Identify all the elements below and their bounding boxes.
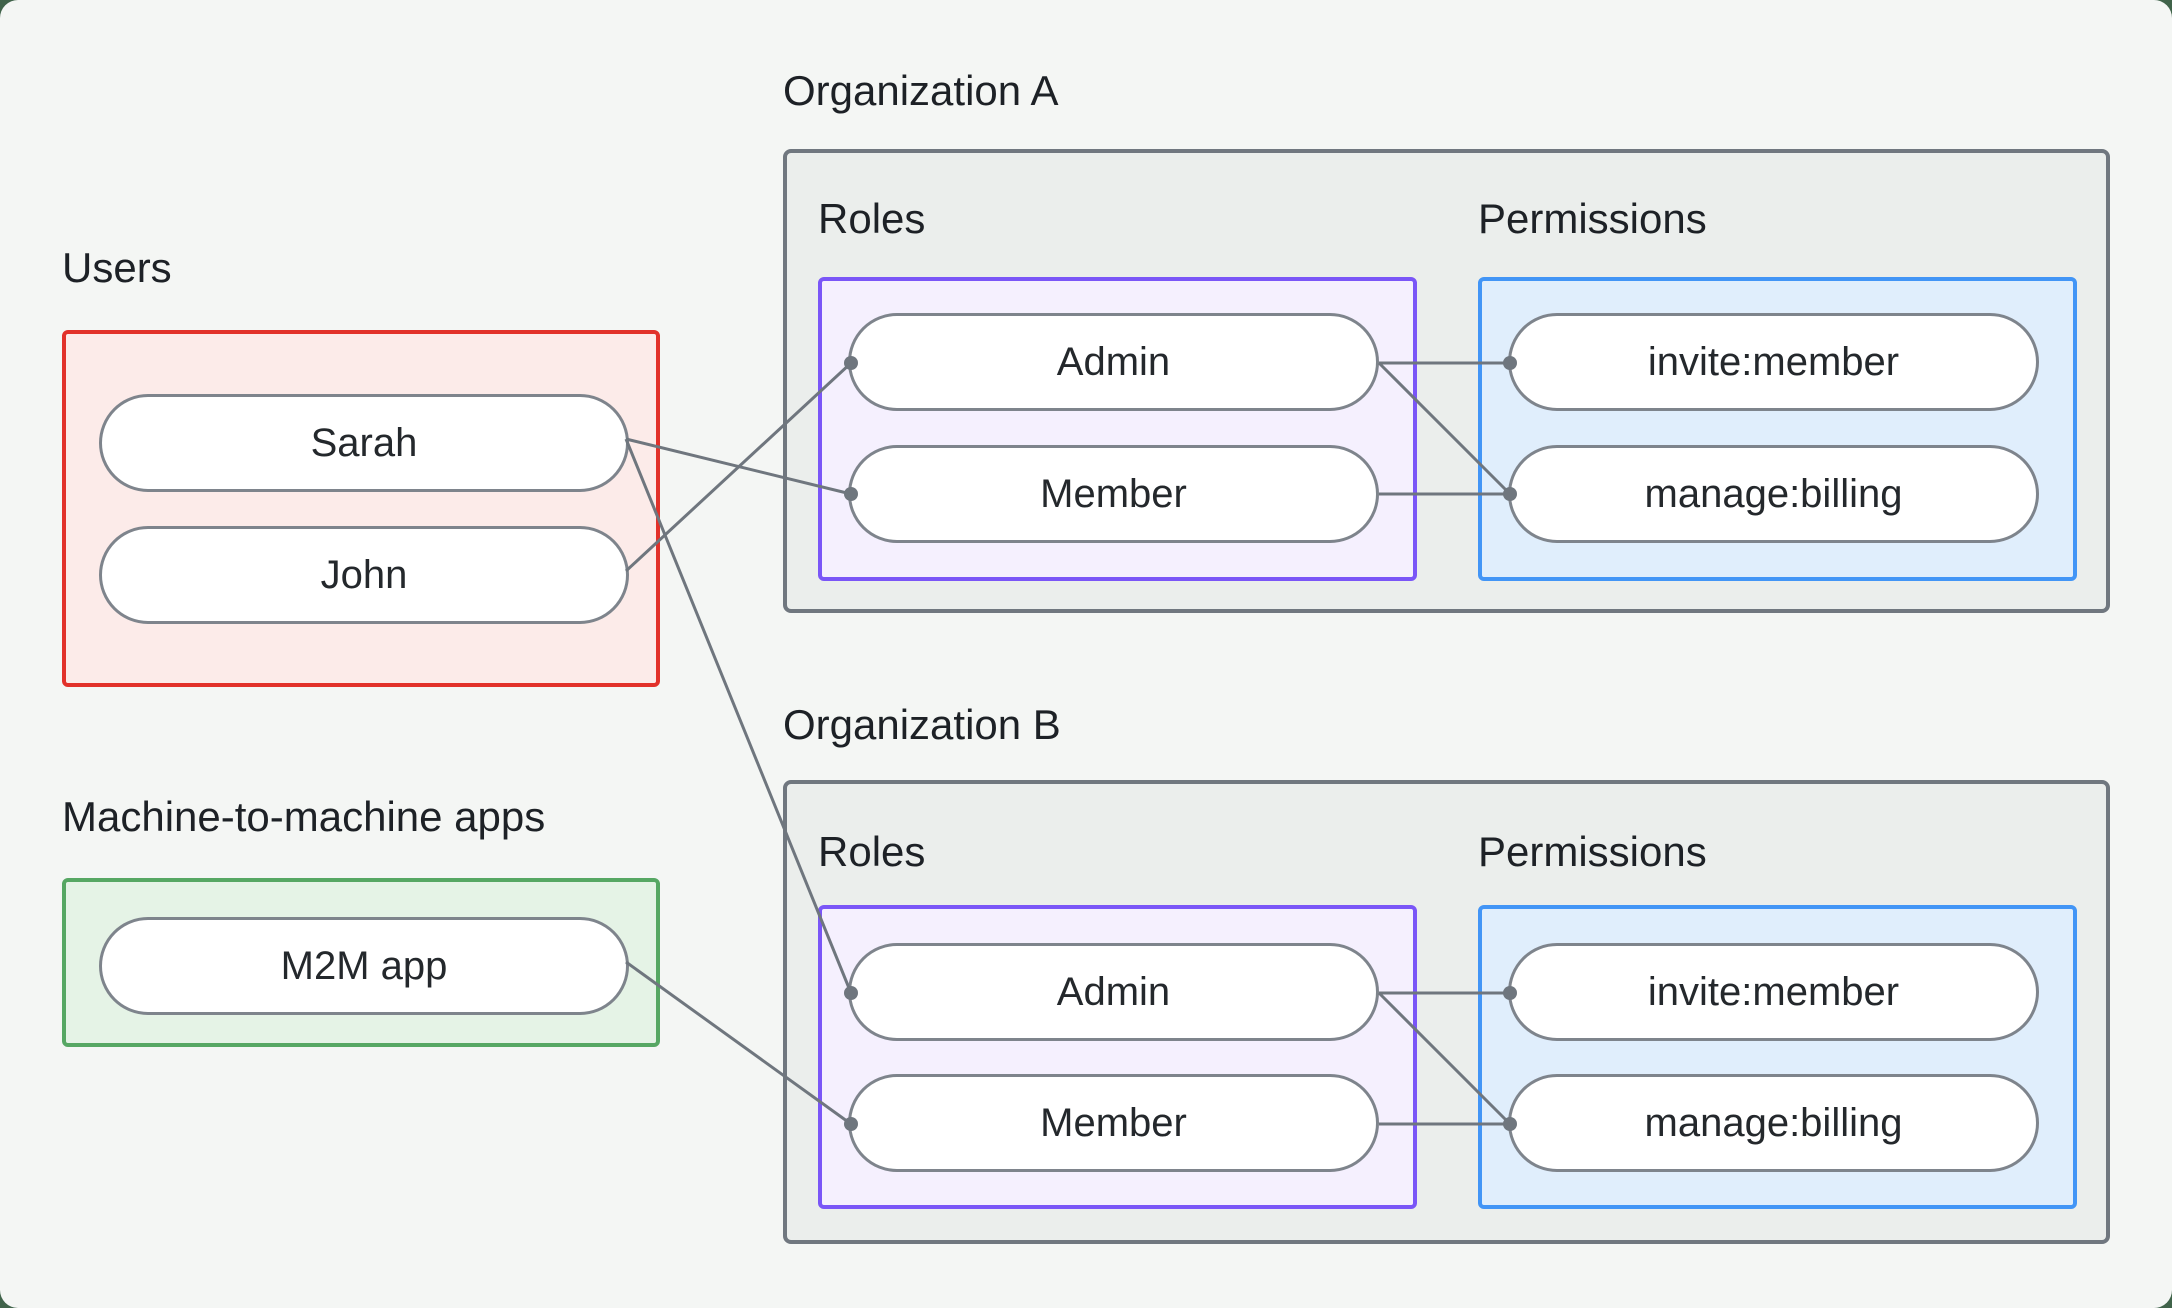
m2m-app-node: M2M app: [99, 917, 629, 1015]
org-b-permission-manage-billing-label: manage:billing: [1644, 1100, 1903, 1145]
org-a-roles-box: Admin Member: [818, 277, 1417, 581]
user-node-sarah: Sarah: [99, 394, 629, 492]
user-node-john: John: [99, 526, 629, 624]
org-a-role-admin: Admin: [848, 313, 1379, 411]
org-a-permission-manage-billing-label: manage:billing: [1644, 471, 1903, 516]
org-a-permission-invite-member: invite:member: [1508, 313, 2039, 411]
org-a-permissions-label: Permissions: [1478, 195, 1707, 242]
org-b-role-admin-label: Admin: [1056, 969, 1171, 1014]
org-b-permissions-box: invite:member manage:billing: [1478, 905, 2077, 1209]
org-a-permission-manage-billing: manage:billing: [1508, 445, 2039, 543]
m2m-group-box: M2M app: [62, 878, 660, 1047]
users-group-box: Sarah John: [62, 330, 660, 687]
org-b-box: Roles Permissions Admin Member invite:me…: [783, 780, 2110, 1244]
user-node-john-label: John: [320, 552, 408, 597]
org-a-role-admin-label: Admin: [1056, 339, 1171, 384]
org-b-title: Organization B: [783, 701, 1061, 748]
m2m-app-node-label: M2M app: [280, 943, 448, 988]
org-b-roles-label: Roles: [818, 828, 926, 875]
org-b-roles-box: Admin Member: [818, 905, 1417, 1209]
org-b-permission-invite-member: invite:member: [1508, 943, 2039, 1041]
org-b-role-member-label: Member: [1040, 1100, 1187, 1145]
org-a-roles-label: Roles: [818, 195, 926, 242]
org-a-title: Organization A: [783, 67, 1059, 114]
org-b-permission-manage-billing: manage:billing: [1508, 1074, 2039, 1172]
org-b-role-admin: Admin: [848, 943, 1379, 1041]
org-b-role-member: Member: [848, 1074, 1379, 1172]
org-b-permission-invite-member-label: invite:member: [1647, 969, 1900, 1014]
org-a-permissions-box: invite:member manage:billing: [1478, 277, 2077, 581]
org-b-permissions-label: Permissions: [1478, 828, 1707, 875]
users-section-label: Users: [62, 244, 172, 291]
org-a-role-member: Member: [848, 445, 1379, 543]
user-node-sarah-label: Sarah: [310, 420, 418, 465]
org-a-box: Roles Permissions Admin Member invite:me…: [783, 149, 2110, 613]
org-a-role-member-label: Member: [1040, 471, 1187, 516]
org-a-permission-invite-member-label: invite:member: [1647, 339, 1900, 384]
m2m-section-label: Machine-to-machine apps: [62, 793, 546, 840]
